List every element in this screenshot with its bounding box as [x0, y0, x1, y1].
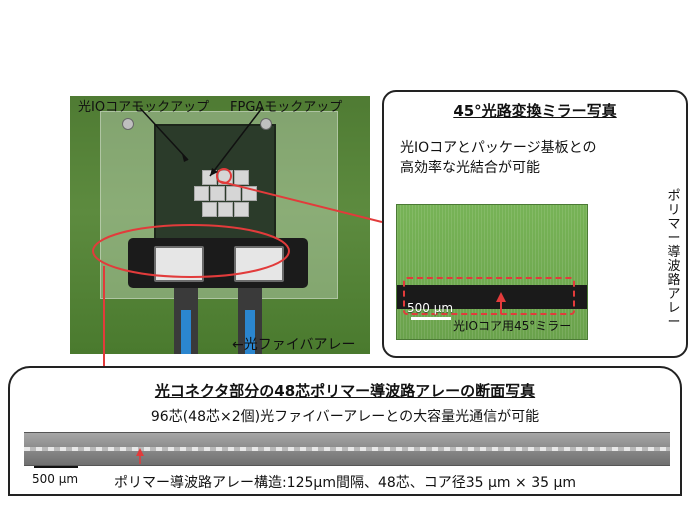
chip: [234, 170, 249, 185]
cross-section-panel: 光コネクタ部分の48芯ポリマー導波路アレーの断面写真 96芯(48芯×2個)光フ…: [8, 366, 682, 496]
mirror-callout-desc: 光IOコアとパッケージ基板との 高効率な光結合が可能: [400, 140, 597, 176]
mirror-callout-title: 45°光路変換ミラー写真: [453, 102, 617, 120]
mirror-label: 光IOコア用45°ミラー: [453, 319, 572, 333]
connector-port: [234, 246, 284, 282]
chip: [202, 202, 217, 217]
polymer-waveguide-array-vertical-label: ポ リ マ ー 導 波 路 ア レ ー: [667, 189, 681, 330]
package-substrate: [154, 124, 276, 246]
optical-io-core-mockup-label: 光IOコアモックアップ: [78, 100, 210, 115]
mirror-photo-callout: 45°光路変換ミラー写真 光IOコアとパッケージ基板との 高効率な光結合が可能 …: [382, 90, 688, 358]
fpga-mockup-label: FPGAモックアップ: [230, 100, 343, 115]
waveguide-micrograph: 500 μm 光IOコア用45°ミラー: [396, 204, 588, 340]
chip: [242, 186, 257, 201]
fiber-array-label: ←光ファイバアレー: [232, 337, 356, 353]
chip: [226, 186, 241, 201]
scale-label: 500 μm: [32, 472, 79, 486]
chip: [218, 202, 233, 217]
chip: [202, 170, 217, 185]
cross-section-title: 光コネクタ部分の48芯ポリマー導波路アレーの断面写真: [154, 382, 536, 400]
scale-bar: [411, 317, 451, 320]
chip: [210, 186, 225, 201]
connector-port: [154, 246, 204, 282]
mirror-location-circle: [216, 168, 232, 184]
cross-section-subtitle: 96芯(48芯×2個)光ファイバーアレーとの大容量光通信が可能: [150, 409, 540, 425]
chip: [194, 186, 209, 201]
cross-section-strip: [24, 432, 670, 466]
device-photo: [70, 96, 370, 354]
scale-bar: [34, 466, 78, 468]
structure-note: ポリマー導波路アレー構造:125μm間隔、48芯、コア径35 μm × 35 μ…: [113, 475, 577, 491]
fiber: [245, 310, 255, 354]
screw-icon: [260, 118, 272, 130]
fiber: [181, 310, 191, 354]
scale-label: 500 μm: [407, 301, 454, 315]
screw-icon: [122, 118, 134, 130]
mirror-highlight-dashed-box: [403, 277, 575, 315]
optical-connector: [128, 238, 308, 288]
chip: [234, 202, 249, 217]
waveguide-cores-line: [24, 447, 670, 451]
mirror-region: [397, 285, 587, 309]
